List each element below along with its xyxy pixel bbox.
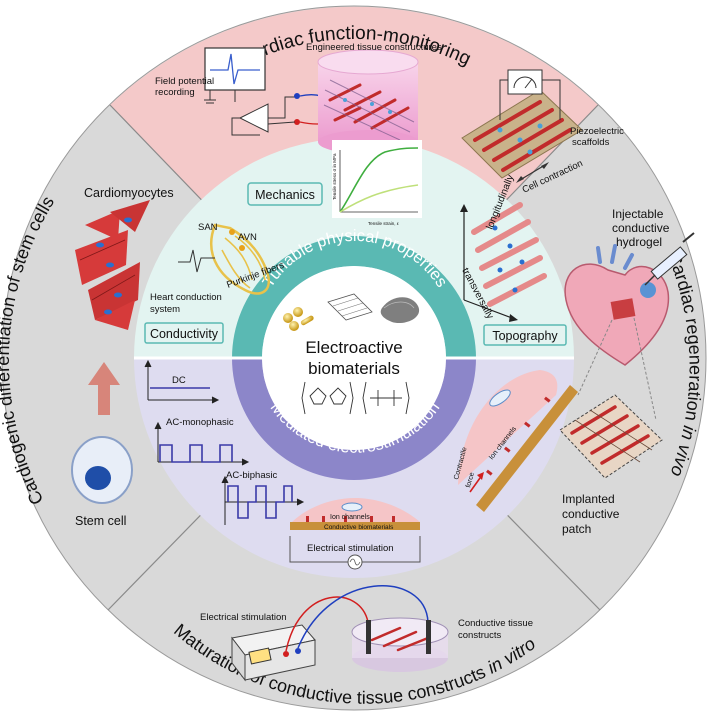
bottom-estim-label: Electrical stimulation [200,612,287,623]
implanted-label-2: conductive [562,507,620,521]
piezoelectric-scaffold [461,69,583,183]
ac-bi-label: AC-biphasic [226,470,277,481]
stim-wire-red [285,596,369,652]
teal-ring [232,236,476,358]
conductivity-label: Conductivity [150,327,219,341]
differentiation-arrow [88,362,120,415]
waveform-ac-monophasic [154,421,250,466]
field-potential-label-1: Field potential [155,76,214,87]
cond-bio-label: Conductive biomaterials [324,524,394,531]
stress-strain-plot [332,140,422,218]
ac-mono-label: AC-monophasic [166,417,234,428]
estim-label: Electrical stimulation [307,543,394,554]
san-label: SAN [198,222,218,233]
stimulated-cell [289,498,421,570]
injectable-label-1: Injectable [612,207,664,221]
hcs-label-2: system [150,304,180,315]
heart-illustration [564,244,670,366]
stimulator-device [231,624,316,682]
conductivity-tag [144,322,224,344]
cardiomyocytes-label: Cardiomyocytes [84,186,174,200]
avn-label: AVN [238,232,257,243]
stem-cell-label: Stem cell [75,514,126,528]
stim-wire-blue [297,585,429,649]
culture-dish [351,617,449,672]
polymer-structures [301,381,410,415]
injectable-label-2: conductive [612,221,670,235]
stem-cell [71,436,133,504]
conductive-patch [559,394,663,479]
syringe [644,232,695,286]
construct-label-2: constructs [458,630,502,641]
center-title-1: Electroactive [305,338,402,357]
waveform-ac-biphasic [221,475,305,525]
mechanics-tag [247,182,323,206]
cardiomyocytes-cluster [75,200,150,330]
center-title-2: biomaterials [308,359,400,378]
contractile-force-panel [458,370,578,512]
zoom-line [633,317,657,421]
purple-ring [232,358,476,480]
topography-label: Topography [492,329,558,343]
hcs-label-1: Heart conduction [150,292,222,303]
mechanics-label: Mechanics [255,188,315,202]
field-potential-recorder [204,47,333,136]
piezo-label-1: Piezoelectric [570,126,624,137]
construct-label-1: Conductive tissue [458,618,533,629]
topography-tag [483,324,567,346]
plot-xlabel: Tensile strain, ε [368,221,399,226]
field-potential-label-2: recording [155,87,195,98]
nanomaterial-icons [283,293,420,331]
force-label: force [465,472,476,489]
zoom-line [577,319,613,396]
heart-conduction-system [178,223,271,295]
implanted-label-1: Implanted [562,492,615,506]
injectable-label-3: hydrogel [616,235,662,249]
piezo-label-2: scaffolds [572,137,610,148]
implanted-label-3: patch [562,522,591,536]
plot-ylabel: Tensile stress σ in MPa [332,153,337,200]
waveform-dc [144,359,220,404]
engineered-tissue-cylinder [317,49,419,154]
topography-illustration [460,202,547,322]
ion-channels-label: Ion channels [330,514,370,521]
dc-label: DC [172,375,186,386]
engineered-tissue-label: Engineered tissue constructures [306,42,442,53]
